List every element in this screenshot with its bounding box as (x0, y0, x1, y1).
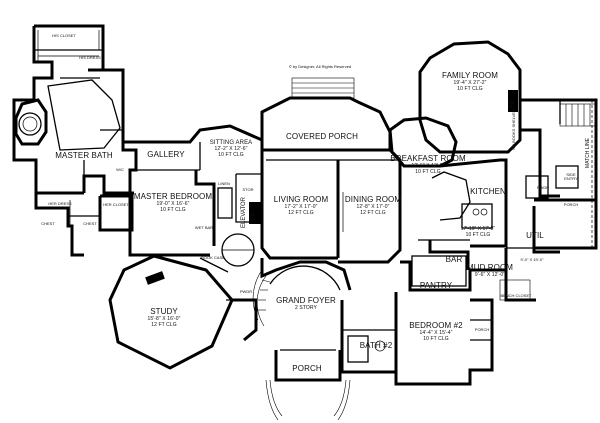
closet-hanging-rods (37, 30, 100, 226)
dining-room-ceiling: 12 FT CLG (360, 210, 386, 216)
study-name: STUDY (150, 307, 178, 316)
fp-study-label: FP (153, 275, 159, 280)
family-room-dims: 19'-4" X 27'-2" (453, 80, 487, 86)
kitchen-ceiling: 10 FT CLG (465, 232, 491, 238)
covered-porch-label: COVERED PORCH (286, 132, 358, 141)
master-bedroom-walls (123, 124, 264, 257)
chest-label-1: CHEST (41, 221, 55, 226)
fp-family-label: FP (510, 100, 516, 108)
study-dims: 15'-8" X 16'-0" (147, 316, 181, 322)
bedroom2-dims: 14'-4" X 15'-4" (419, 330, 453, 336)
porch-right-lower-label: PORCH (474, 327, 490, 332)
master-bath-walls (12, 68, 138, 195)
porch-front-label: PORCH (292, 364, 322, 373)
porch-right-label: PORCH (563, 202, 579, 207)
grand-foyer-sub: 2 STORY (295, 305, 317, 311)
match-line-label: MATCH LINE (585, 138, 591, 168)
round-vestibule (221, 233, 255, 267)
side-entry-label: SIDE ENTRY (564, 172, 578, 181)
study-label: STUDY 15'-8" X 16'-0" 12 FT CLG (147, 308, 180, 328)
right-wing-walls (506, 98, 598, 254)
pwdr-small-label: PWDR (239, 289, 253, 294)
master-closet-walls (32, 24, 105, 72)
pwdr-label: PWDR (536, 185, 550, 190)
bedroom2-walls (394, 292, 494, 386)
bar-pantry-walls (400, 240, 536, 302)
study-walls (108, 254, 258, 370)
family-room-label: FAMILY ROOM 19'-4" X 27'-2" 10 FT CLG (442, 72, 498, 92)
sitting-area-name: SITTING AREA (209, 140, 253, 146)
dining-room-name: DINING ROOM (344, 195, 402, 204)
wet-bar-label: WET BAR (194, 225, 214, 230)
mud-room-label: MUD ROOM 9'-6" X 12'-0" (467, 264, 513, 278)
breakfast-room-ceiling: 10 FT CLG (415, 169, 441, 175)
living-room-label: LIVING ROOM 17'-2" X 17'-0" 12 FT CLG (274, 196, 328, 216)
study-ceiling: 12 FT CLG (151, 322, 177, 328)
her-closet-label: HER CLOSET (103, 202, 129, 207)
bedroom2-ceiling: 10 FT CLG (423, 336, 449, 342)
bedroom2-name: BEDROOM #2 (409, 321, 463, 330)
bath2-label: BATH #2 (359, 341, 393, 350)
bath2-walls (340, 300, 396, 374)
no-books-label: NO BOOKS SHELVES (511, 109, 516, 150)
grand-foyer-name: GRAND FOYER (276, 296, 336, 305)
living-room-name: LIVING ROOM (273, 195, 329, 204)
breakfast-room-name: BREAKFAST ROOM (390, 154, 466, 163)
pantry-label: PANTRY (419, 281, 453, 290)
breakfast-room-dims: 12'-6" X 13'-0" (411, 163, 445, 169)
family-room-name: FAMILY ROOM (442, 71, 498, 80)
her-closet-walls (34, 174, 134, 257)
util-dims-label: 9'-0" X 19'-0" (520, 257, 544, 262)
util-label: UTIL (526, 231, 544, 240)
dining-room-dims: 12'-8" X 17'-0" (356, 204, 390, 210)
bath-tub (14, 79, 121, 151)
stor-label: STOR (242, 187, 254, 192)
kitchen-label: KITCHEN (470, 187, 506, 196)
kitchen-dims: 17'-10" X 17'-8" (460, 226, 496, 232)
master-bath-label: MASTER BATH (55, 151, 113, 160)
bedroom2-label: BEDROOM #2 14'-4" X 15'-4" 10 FT CLG (409, 322, 462, 342)
chest-label-2: CHEST (83, 221, 97, 226)
her-dress-label: HER DRESS (48, 201, 72, 206)
his-dress-label: HIS DRESS (79, 55, 101, 60)
linen-label: LINEN (218, 181, 230, 186)
dining-room-label: DINING ROOM 12'-8" X 17'-0" 12 FT CLG (345, 196, 401, 216)
kitchen-dims-label: 17'-10" X 17'-8" 10 FT CLG (461, 226, 495, 238)
book-case-label: BOOK CASE (201, 255, 225, 260)
mud-room-dims: 9'-6" X 12'-0" (474, 272, 506, 278)
sitting-area-dims: 12'-2" X 12'-6" (214, 146, 248, 152)
living-room-dims: 17'-2" X 17'-0" (284, 204, 318, 210)
master-bedroom-dims: 19'-0" X 16'-6" (156, 201, 190, 207)
copyright-notice: © by Designer, All Rights Reserved (288, 64, 352, 69)
family-room-walls (418, 40, 522, 154)
breakfast-room-label: BREAKFAST ROOM 12'-6" X 13'-0" 10 FT CLG (390, 155, 466, 175)
grand-foyer (252, 258, 352, 421)
elevator-label: ELEVATOR (241, 196, 247, 228)
living-room-ceiling: 12 FT CLG (288, 210, 314, 216)
his-closet-label: HIS CLOSET (52, 34, 76, 38)
master-bedroom-name: MASTER BEDROOM (133, 192, 213, 201)
family-room-ceiling: 10 FT CLG (457, 86, 483, 92)
wc-label: W/C (116, 167, 124, 172)
bench-closet-label: BENCH CLOSET (500, 293, 532, 298)
grand-foyer-label: GRAND FOYER 2 STORY (276, 297, 336, 311)
his-closet-name: HIS CLOSET (52, 33, 76, 38)
sitting-area-label: SITTING AREA 12'-2" X 12'-6" 10 FT CLG (210, 140, 253, 158)
fp-master-label: FP (251, 212, 257, 220)
gallery-label: GALLERY (147, 150, 185, 159)
master-bedroom-ceiling: 10 FT CLG (160, 207, 186, 213)
master-bedroom-label: MASTER BEDROOM 19'-0" X 16'-6" 10 FT CLG (134, 193, 212, 213)
covered-porch (260, 77, 392, 152)
bar-label: BAR (445, 255, 463, 264)
mud-room-name: MUD ROOM (466, 263, 514, 272)
sitting-area-ceiling: 10 FT CLG (218, 152, 244, 158)
breakfast-kitchen-walls (388, 116, 508, 248)
